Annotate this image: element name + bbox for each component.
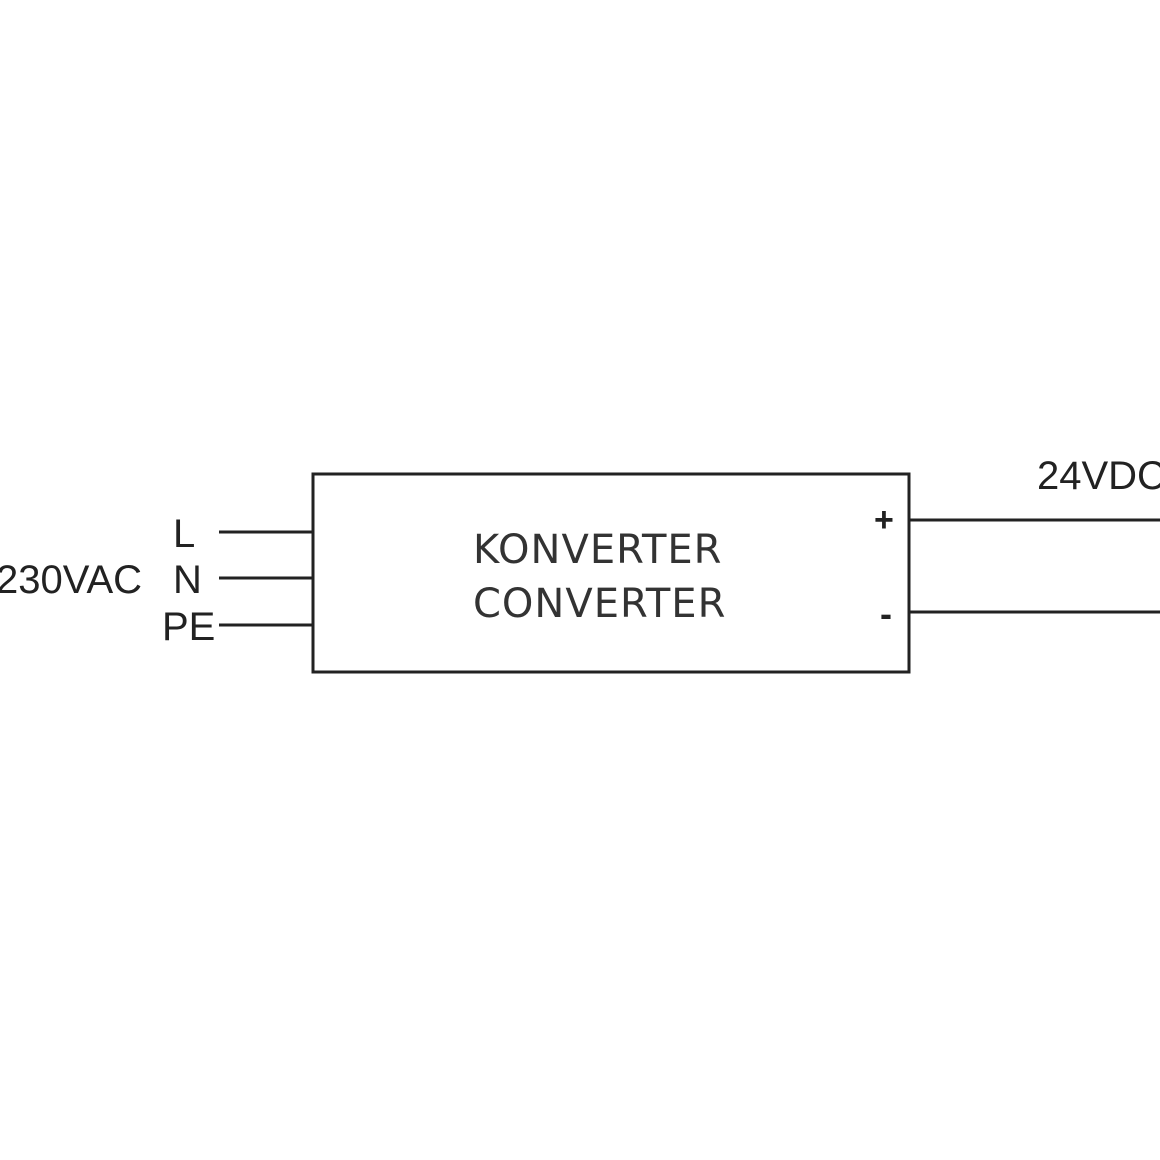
converter-box (311, 472, 911, 674)
minus-terminal-label: - (880, 593, 892, 634)
terminal-pe-label: PE (162, 605, 216, 649)
terminal-n-label: N (173, 558, 202, 602)
output-voltage-label: 24VDC (1037, 454, 1160, 498)
input-voltage-label: 230VAC (0, 558, 143, 602)
converter-title-line2: CONVERTER (473, 581, 727, 627)
plus-terminal-label: + (874, 501, 894, 539)
terminal-l-label: L (173, 512, 196, 556)
converter-title-line1: KONVERTER (473, 527, 723, 573)
